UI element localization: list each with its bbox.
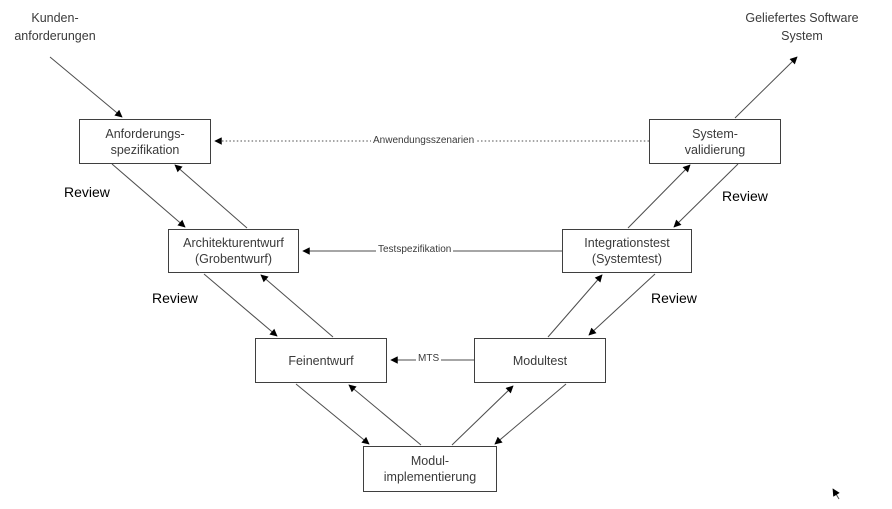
box-anforderungsspezifikation: Anforderungs- spezifikation [79, 119, 211, 164]
arrow-modultest-to-integrationstest [547, 274, 603, 338]
box-label-line: validierung [684, 142, 746, 157]
arrow-modulimplementierung-to-feinentwurf-review [348, 384, 422, 446]
box-label-line: Anforderungs- [105, 126, 185, 141]
arrow-feinentwurf-to-modulimplementierung [295, 383, 370, 445]
label-line: System [781, 29, 823, 43]
label-kundenanforderungen: Kunden- anforderungen [2, 9, 108, 45]
arrow-integrationstest-to-systemvalidierung [627, 164, 691, 229]
label-line: anforderungen [14, 29, 96, 43]
arrow-anforderungsspezifikation-to-architekturentwurf [111, 163, 186, 228]
box-label-line: Architekturentwurf [183, 236, 284, 250]
box-label-line: Integrationstest [584, 236, 670, 250]
box-label-line: (Systemtest) [591, 252, 663, 266]
box-integrationstest: Integrationstest (Systemtest) [562, 229, 692, 273]
box-label-line: spezifikation [110, 142, 180, 157]
box-architekturentwurf: Architekturentwurf (Grobentwurf) [168, 229, 299, 273]
review-label-left-upper: Review [64, 184, 110, 200]
box-label-line: (Grobentwurf) [194, 252, 273, 266]
box-modulimplementierung: Modul- implementierung [363, 446, 497, 492]
label-geliefertes-software-system: Geliefertes Software System [728, 9, 876, 45]
arrow-architekturentwurf-to-feinentwurf [203, 273, 278, 337]
box-label-line: Feinentwurf [288, 353, 354, 368]
box-label-line: System- [692, 126, 738, 141]
review-label-left-lower: Review [152, 290, 198, 306]
arrow-feinentwurf-to-architekturentwurf-review [260, 274, 334, 338]
label-line: Kunden- [31, 11, 79, 25]
mouse-cursor-icon [832, 488, 840, 500]
arrow-integrationstest-to-modultest-review [588, 273, 656, 336]
box-systemvalidierung: System- validierung [649, 119, 781, 164]
arrow-label-mts: MTS [416, 353, 442, 364]
box-label-line: Modultest [512, 353, 568, 368]
box-modultest: Modultest [474, 338, 606, 383]
review-label-right-upper: Review [722, 188, 768, 204]
arrow-architekturentwurf-to-anforderungsspezifikation-review [174, 164, 248, 229]
arrow-systemvalidierung-to-geliefertes-system [734, 56, 798, 119]
label-line: Geliefertes Software [745, 11, 859, 25]
arrow-kundenanforderungen-to-anforderungsspezifikation [49, 56, 123, 118]
review-label-right-lower: Review [651, 290, 697, 306]
arrow-label-testspezifikation: Testspezifikation [376, 244, 454, 255]
arrow-modultest-to-modulimplementierung-review [494, 383, 567, 445]
arrow-label-anwendungsszenarien: Anwendungsszenarien [371, 135, 477, 146]
box-label-line: Modul- [410, 454, 450, 468]
box-feinentwurf: Feinentwurf [255, 338, 387, 383]
arrow-modulimplementierung-to-modultest [451, 385, 514, 446]
arrow-systemvalidierung-to-integrationstest-review [673, 163, 739, 228]
box-label-line: implementierung [383, 470, 477, 484]
